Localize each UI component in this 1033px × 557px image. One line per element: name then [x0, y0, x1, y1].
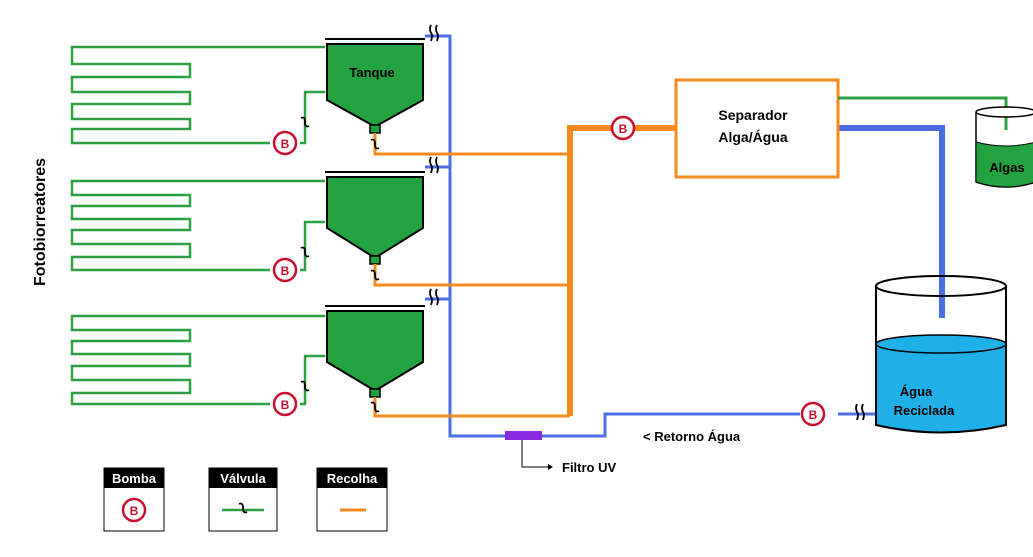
photobioreactor-coil-2	[70, 179, 325, 272]
pump-symbol: B	[281, 264, 290, 278]
pump-collection: B	[610, 115, 636, 141]
return-water-label: < Retorno Água	[643, 429, 741, 444]
pump-return: B	[800, 401, 826, 427]
valve-icon	[429, 24, 433, 42]
pump-2: B	[272, 257, 298, 283]
recycled-label-line2: Reciclada	[894, 403, 955, 418]
valve-icon	[435, 24, 439, 42]
tank-3	[325, 305, 425, 398]
legend-pump-label: Bomba	[112, 471, 157, 486]
valve-icon	[370, 138, 380, 150]
separator-box	[674, 78, 840, 179]
valve-icon	[861, 403, 865, 421]
collection-main-line	[567, 125, 676, 416]
valve-icon	[238, 502, 248, 514]
algae-outlet-line	[838, 96, 1008, 130]
valve-icons	[300, 24, 865, 421]
uv-filter-arrowhead	[548, 464, 553, 470]
valve-icon	[429, 156, 433, 174]
pump-symbol: B	[809, 408, 818, 422]
legend-valve: Válvula	[208, 467, 278, 532]
separator-label-line1: Separador	[718, 107, 788, 123]
pump-1: B	[272, 130, 298, 156]
legend-collect-label: Recolha	[327, 471, 378, 486]
tank-feed-lines	[300, 90, 325, 406]
valve-icon	[300, 246, 310, 258]
valve-icon	[370, 401, 380, 413]
photobioreactor-coil-1	[70, 45, 325, 145]
pump-symbol: B	[281, 398, 290, 412]
uv-filter-pointer	[521, 440, 548, 468]
valve-icon	[435, 288, 439, 306]
tank-1: Tanque	[325, 38, 425, 134]
legend-collect: Recolha	[316, 467, 388, 532]
pump-3: B	[272, 391, 298, 417]
algae-label: Algas	[989, 160, 1024, 175]
pump-symbol: B	[619, 122, 628, 136]
separator-water-outlet	[838, 125, 945, 318]
valve-icon	[429, 288, 433, 306]
uv-filter-label: Filtro UV	[562, 460, 616, 475]
photobioreactors-title: Fotobiorreatores	[32, 158, 49, 286]
valve-icon	[435, 156, 439, 174]
photobioreactor-coil-3	[70, 314, 325, 406]
valve-icon	[855, 403, 859, 421]
pump-symbol: B	[130, 504, 139, 518]
pump-symbol: B	[281, 137, 290, 151]
algae-container: Algas	[975, 106, 1033, 188]
separator-label-line2: Alga/Água	[718, 129, 787, 145]
valve-icon	[300, 116, 310, 128]
tank-label: Tanque	[349, 65, 394, 80]
legend-pump: Bomba B	[103, 467, 165, 532]
uv-filter	[505, 431, 542, 440]
valve-icon	[300, 380, 310, 392]
legend-valve-label: Válvula	[220, 471, 266, 486]
recycled-water-reservoir: Água Reciclada	[875, 275, 1007, 434]
tank-2	[325, 171, 425, 265]
recycled-label-line1: Água	[900, 384, 933, 399]
valve-icon	[370, 269, 380, 281]
